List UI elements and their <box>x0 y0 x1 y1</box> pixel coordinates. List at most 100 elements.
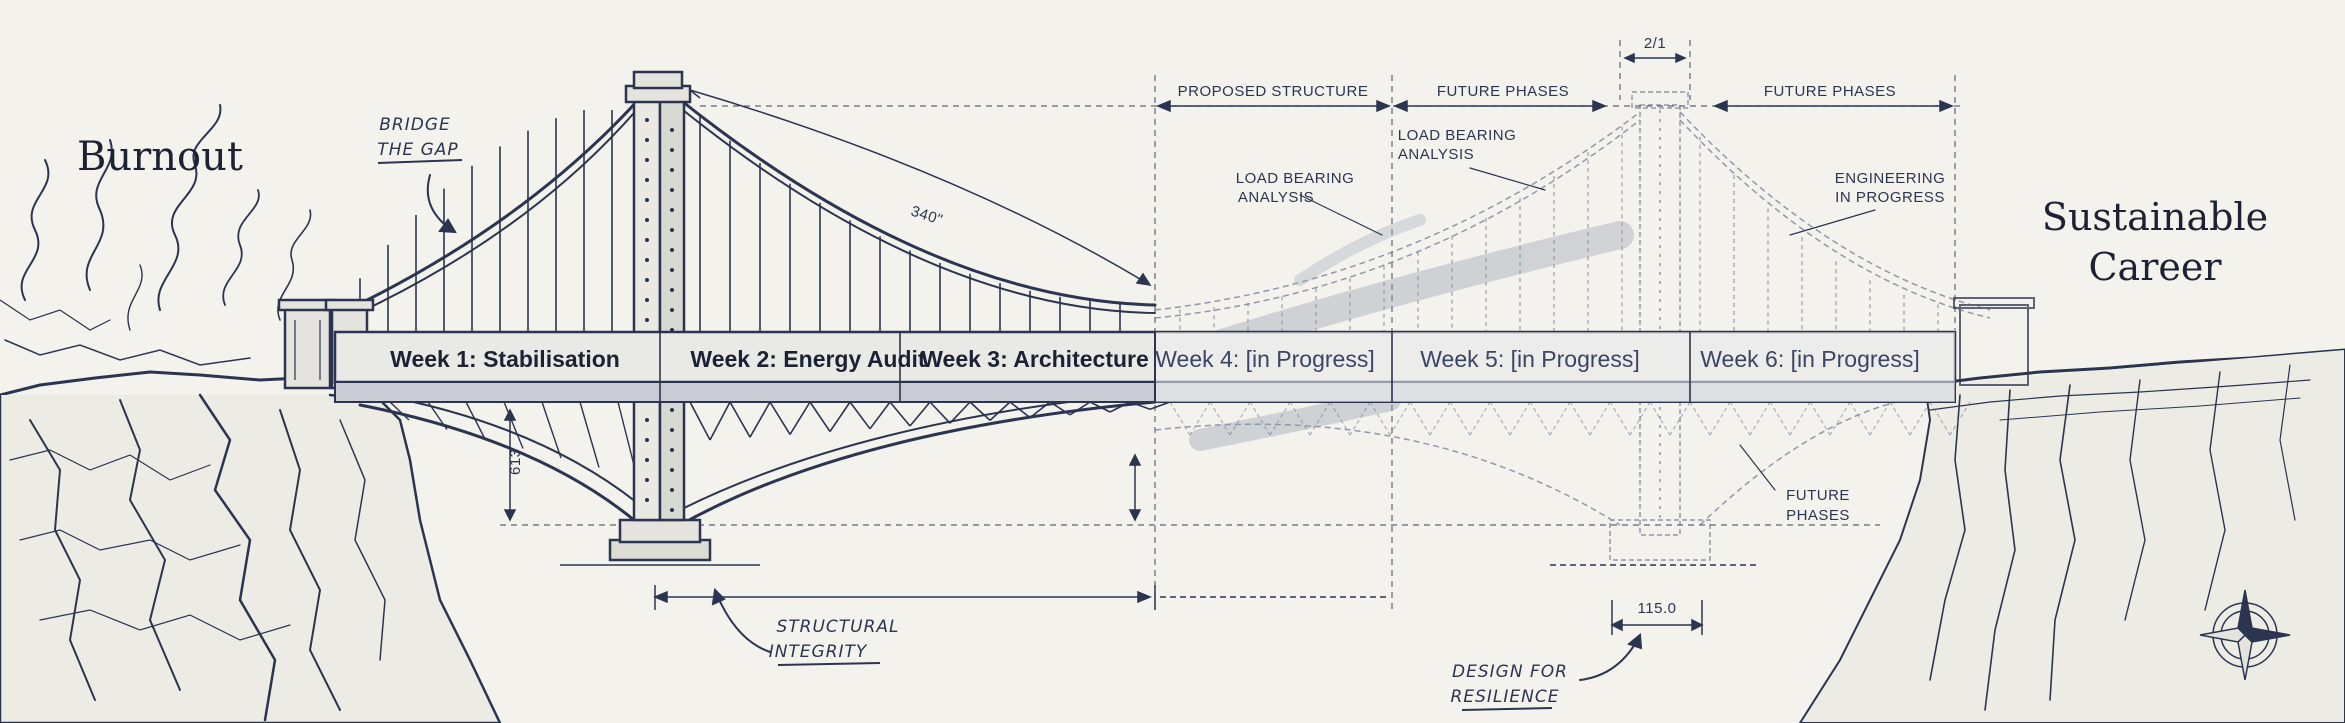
truss-brace <box>869 401 891 430</box>
truss-brace <box>929 401 951 424</box>
truss-brace <box>1149 401 1171 410</box>
rivet <box>670 408 674 412</box>
built-bridge <box>328 96 1157 527</box>
truss-brace <box>829 401 851 433</box>
rivet <box>645 278 649 282</box>
height-dimension-label: 613 <box>507 448 524 475</box>
future-truss-brace <box>1769 401 1791 436</box>
rivet <box>670 508 674 512</box>
rivet <box>645 158 649 162</box>
future-truss-brace <box>1809 401 1831 436</box>
rivet <box>645 238 649 242</box>
truss-brace <box>541 401 562 459</box>
rivet <box>670 448 674 452</box>
deck-dividers <box>659 332 1691 402</box>
truss-brace <box>709 401 731 441</box>
base-dimension-label: 115.0 <box>1638 600 1677 617</box>
truss-brace <box>989 401 1011 421</box>
rivet <box>670 168 674 172</box>
truss-brace <box>909 401 931 427</box>
future-truss-brace <box>1489 401 1511 436</box>
future-truss-brace <box>1909 401 1931 436</box>
bridge-gap-underline <box>377 159 463 164</box>
future-truss-brace <box>1749 401 1771 436</box>
rivet <box>670 468 674 472</box>
design-resilience-line2: RESILIENCE <box>1451 687 1560 707</box>
rivet <box>645 478 649 482</box>
future-truss-brace <box>1689 401 1711 436</box>
truss-brace <box>789 401 811 435</box>
built-hangers <box>359 110 1121 332</box>
truss-brace <box>1009 401 1031 419</box>
rivet <box>670 308 674 312</box>
right-cliff <box>1798 348 2345 723</box>
week-label-5: Week 5: [in Progress] <box>1420 346 1639 372</box>
truss-brace <box>389 401 410 421</box>
truss-brace <box>689 401 711 441</box>
rivet <box>670 268 674 272</box>
week-labels: Week 1: Stabilisation Week 2: Energy Aud… <box>390 346 1920 372</box>
future-truss-brace <box>1709 401 1731 436</box>
truss-brace <box>809 401 831 433</box>
future-phases-label-a: FUTURE PHASES <box>1437 83 1569 100</box>
rivet <box>670 428 674 432</box>
truss-brace <box>769 401 791 435</box>
rivet <box>670 228 674 232</box>
truss-brace <box>749 401 771 438</box>
future-truss-brace <box>1729 401 1751 436</box>
rivet <box>670 208 674 212</box>
future-truss-brace <box>1169 401 1191 436</box>
truss-brace <box>969 401 991 421</box>
future-truss-brace <box>1849 401 1871 436</box>
structural-integrity-line2: INTEGRITY <box>769 642 868 662</box>
structural-underline <box>777 662 881 666</box>
pointer-arrows <box>426 167 1876 681</box>
rivet <box>670 288 674 292</box>
tower-top-dimension-label: 2/1 <box>1644 35 1666 52</box>
right-title-line2: Career <box>2088 245 2222 289</box>
construction-lines <box>500 40 1960 610</box>
left-title: Burnout <box>77 134 243 180</box>
dimension-marks <box>503 89 1760 635</box>
load-bearing-label-1a: LOAD BEARING <box>1236 170 1355 187</box>
right-title-line1: Sustainable <box>2042 195 2268 239</box>
rivet <box>645 318 649 322</box>
rivet <box>645 438 649 442</box>
future-truss-brace <box>1529 401 1551 436</box>
truss-brace <box>1129 401 1151 410</box>
week-label-6: Week 6: [in Progress] <box>1700 346 1919 372</box>
future-truss-brace <box>1609 401 1631 436</box>
future-truss-brace <box>1569 401 1591 436</box>
week-label-2: Week 2: Energy Audit <box>690 346 926 372</box>
truss-brace <box>729 401 751 438</box>
truss-brace <box>949 401 971 424</box>
truss-brace <box>579 401 600 468</box>
rivet <box>645 118 649 122</box>
future-hangers <box>1179 126 1939 332</box>
load-bearing-label-2a: LOAD BEARING <box>1398 127 1517 144</box>
truss-brace <box>1089 401 1111 413</box>
truss-brace <box>465 401 486 440</box>
week-label-3: Week 3: Architecture <box>921 346 1149 372</box>
proposed-structure-label: PROPOSED STRUCTURE <box>1178 83 1369 100</box>
rivet <box>670 488 674 492</box>
load-bearing-label-2b: ANALYSIS <box>1398 146 1474 163</box>
truss-brace <box>1049 401 1071 416</box>
truss-brace <box>427 401 448 430</box>
bridge-deck <box>333 330 1957 403</box>
future-truss-brace <box>1589 401 1611 436</box>
future-phases-label-b: FUTURE PHASES <box>1764 83 1896 100</box>
main-tower <box>608 70 712 562</box>
rivet <box>645 418 649 422</box>
future-truss-brace <box>1789 401 1811 436</box>
future-truss-brace <box>1429 401 1451 436</box>
bridge-gap-line2: THE GAP <box>377 140 458 160</box>
truss-brace <box>1069 401 1091 416</box>
rivet <box>645 298 649 302</box>
rivet <box>645 178 649 182</box>
rivet <box>645 198 649 202</box>
truss-braces <box>389 401 1971 478</box>
future-truss-brace <box>1469 401 1491 436</box>
future-truss-brace <box>1449 401 1471 436</box>
